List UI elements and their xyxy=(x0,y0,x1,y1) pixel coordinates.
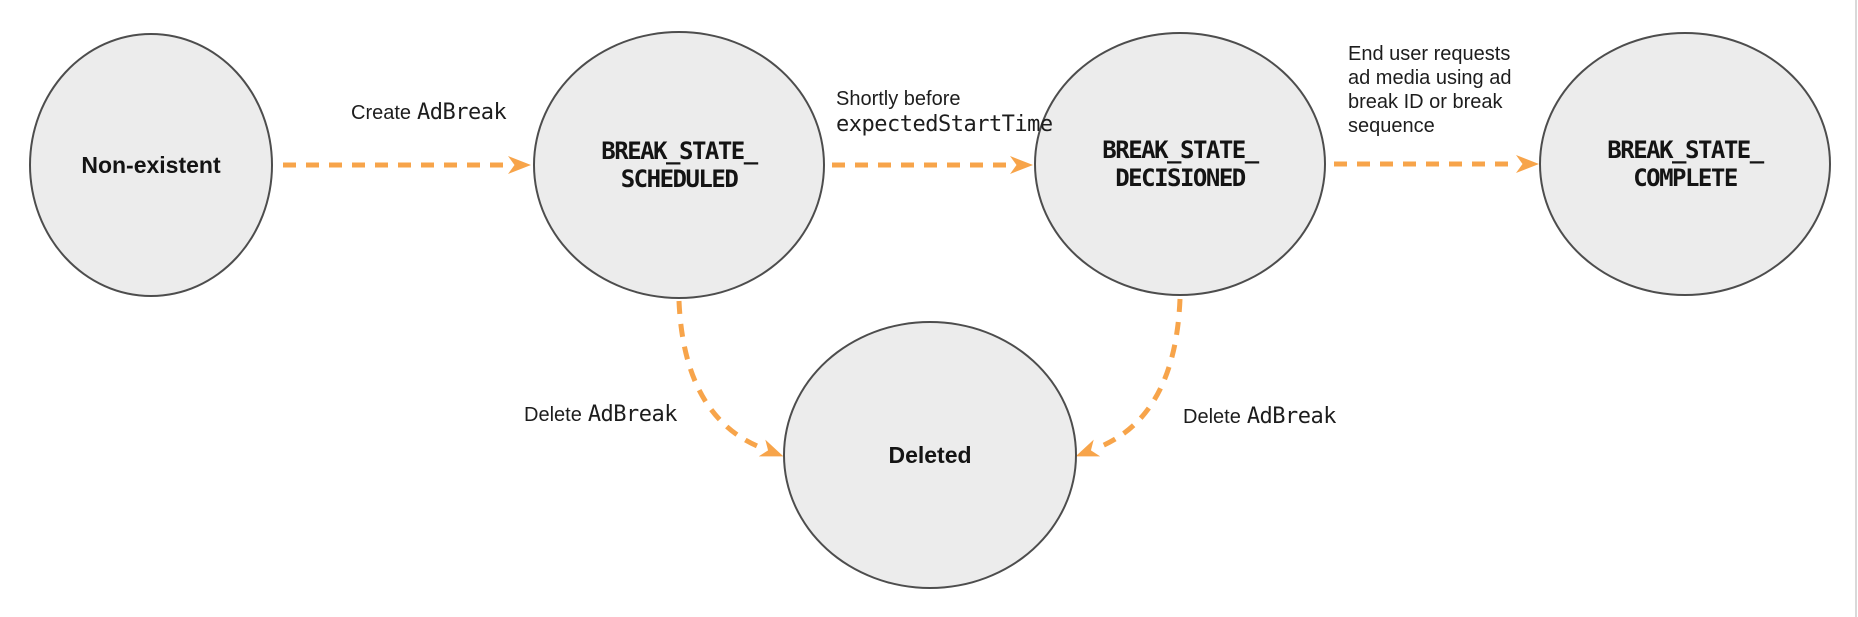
edge-label-code: expectedStartTime xyxy=(836,112,1053,137)
edge-label-text: Create xyxy=(351,102,412,124)
edge-label-shortly-before: Shortly before expectedStartTime xyxy=(836,87,1053,137)
node-non-existent-label: Non-existent xyxy=(81,151,221,178)
node-break-state-scheduled: BREAK_STATE_ SCHEDULED xyxy=(533,31,825,299)
node-deleted-label: Deleted xyxy=(888,441,972,468)
node-break-state-complete-label: BREAK_STATE_ COMPLETE xyxy=(1607,136,1764,192)
edge-label-text: Delete xyxy=(1183,406,1241,428)
node-break-state-complete: BREAK_STATE_ COMPLETE xyxy=(1539,32,1831,296)
node-label-line2: COMPLETE xyxy=(1633,164,1738,192)
node-label-line1: BREAK_STATE_ xyxy=(1607,136,1764,164)
edge-label-code: AdBreak xyxy=(587,402,678,427)
node-break-state-scheduled-label: BREAK_STATE_ SCHEDULED xyxy=(601,137,758,193)
edge-label-line: sequence xyxy=(1348,115,1435,137)
edge-label-code: AdBreak xyxy=(417,100,507,125)
edge-label-code: AdBreak xyxy=(1246,404,1337,429)
edge-label-line: End user requests xyxy=(1348,43,1511,65)
node-non-existent: Non-existent xyxy=(29,33,273,297)
edge-label-end-user-requests: End user requests ad media using ad brea… xyxy=(1348,42,1511,138)
node-deleted: Deleted xyxy=(783,321,1077,589)
edge-label-line: ad media using ad xyxy=(1348,67,1512,89)
node-break-state-decisioned: BREAK_STATE_ DECISIONED xyxy=(1034,32,1326,296)
node-label-line1: BREAK_STATE_ xyxy=(1102,136,1259,164)
page-edge-rule xyxy=(1855,0,1857,617)
edge-delete-from-scheduled-arrow xyxy=(676,300,784,457)
edge-label-text: Shortly before xyxy=(836,88,961,110)
node-label-line1: BREAK_STATE_ xyxy=(601,137,758,165)
node-label-line2: DECISIONED xyxy=(1115,164,1246,192)
edge-label-text: Delete xyxy=(524,404,582,426)
node-break-state-decisioned-label: BREAK_STATE_ DECISIONED xyxy=(1102,136,1259,192)
edge-delete-from-decisioned-arrow xyxy=(1075,298,1183,457)
edge-label-line: break ID or break xyxy=(1348,91,1503,113)
node-label-line2: SCHEDULED xyxy=(620,165,739,193)
